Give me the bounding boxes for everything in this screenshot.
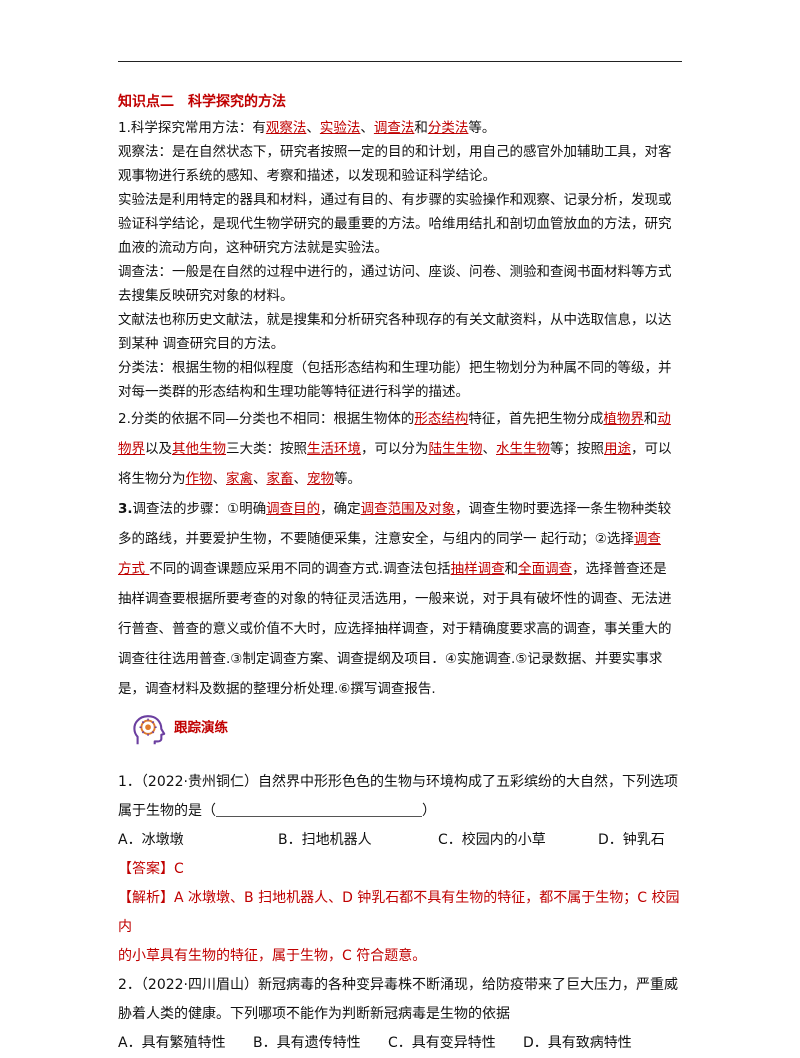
paragraph-line: 到某种 调查研究目的方法。: [118, 336, 285, 352]
steps-line-6: 调查往往选用普查.③制定调查方案、调查提纲及项目．④实施调查.⑤记录数据、并要实…: [118, 651, 663, 667]
steps-line-2: 多的路线，并要爱护生物，不要随便采集，注意安全，与组内的同学一 起行动；②选择调…: [118, 524, 684, 554]
q1-analysis-1: 【解析】A 冰墩墩、B 扫地机器人、D 钟乳石都不具有生物的特征，都不属于生物；…: [118, 890, 680, 935]
section-title: 知识点二 科学探究的方法: [118, 94, 286, 110]
term: 形态结构: [414, 411, 469, 427]
term: 用途: [604, 441, 631, 457]
text: ，调查生物时要选择一条生物种类较: [455, 501, 672, 517]
paragraph-line: 去搜集反映研究对象的材料。: [118, 288, 294, 304]
option-c: C．校园内的小草: [438, 832, 546, 848]
text: 、: [293, 471, 308, 487]
paragraph-line: 观事物进行系统的感知、考察和描述，以发现和验证科学结论。: [118, 168, 496, 184]
text: 以及: [145, 441, 172, 457]
text: ，确定: [320, 501, 361, 517]
paragraph-line: 分类法：根据生物的相似程度（包括形态结构和生理功能）把生物划分为种属不同的等级，…: [118, 360, 672, 376]
term: 物界: [118, 441, 145, 457]
text: ，选择普查还是: [572, 561, 667, 577]
term: 其他生物: [172, 441, 226, 457]
q1-answer: 【答案】C: [118, 861, 184, 877]
option-a: A．具有繁殖特性: [118, 1035, 226, 1051]
q1-options: A．冰墩墩 B．扫地机器人 C．校园内的小草 D．钟乳石: [118, 826, 684, 855]
option-a: A．冰墩墩: [118, 832, 184, 848]
term: 全面调查: [518, 561, 573, 577]
term: 方式: [118, 561, 150, 577]
term: 生活环境: [307, 441, 361, 457]
paragraph-line: 观察法：是在自然状态下，研究者按照一定的目的和计划，用自己的感官外加辅助工具，对…: [118, 144, 672, 160]
text: 不同的调查课题应采用不同的调查方式.调查法包括: [149, 561, 451, 577]
option-b: B．具有遗传特性: [253, 1035, 361, 1051]
steps-line-4: 抽样调查要根据所要考查的对象的特征灵活选用，一般来说，对于具有破坏性的调查、无法…: [118, 591, 672, 607]
term: 植物界: [603, 411, 644, 427]
text: 、: [253, 471, 267, 487]
text: 3.: [118, 501, 133, 517]
term-investigation: 调查法: [373, 120, 415, 136]
q1-line-1: 1．（2022·贵州铜仁）自然界中形形色色的生物与环境构成了五彩缤纷的大自然，下…: [118, 774, 678, 790]
tracking-header: 跟踪演练: [130, 712, 684, 750]
q1-analysis-2: 的小草具有生物的特征，属于生物，C 符合题意。: [118, 948, 427, 964]
steps-line-5: 行普查、普查的意义或价值不大时，应选择抽样调查，对于精确度要求高的调查，事关重大…: [118, 621, 672, 637]
text: 特征，首先把生物分成: [468, 411, 604, 427]
option-d: D．具有致病特性: [523, 1035, 632, 1051]
text: 和: [504, 561, 519, 577]
text: 等。: [334, 471, 361, 487]
text: 和: [643, 411, 658, 427]
paragraph-line: 实验法是利用特定的器具和材料，通过有目的、有步骤的实验操作和观察、记录分析，发现…: [118, 192, 672, 208]
option-d: D．钟乳石: [598, 832, 665, 848]
answer-blank: [216, 800, 422, 817]
term-classification: 分类法: [427, 120, 469, 136]
tracking-label: 跟踪演练: [174, 720, 228, 736]
text: 、: [212, 471, 227, 487]
text: 调查法的步骤：①明确: [132, 501, 267, 517]
text: 多的路线，并要爱护生物，不要随便采集，注意安全，与组内的同学一 起行动；②选择: [118, 531, 634, 547]
q1-line-2: 属于生物的是（ ）: [118, 797, 684, 826]
term: 调查: [633, 531, 661, 547]
classify-line-3: 将生物分为作物、家禽、家畜、宠物等。: [118, 464, 684, 494]
text: 属于生物的是（: [118, 803, 216, 819]
brain-head-icon: [133, 715, 166, 745]
intro-suffix: 等。: [468, 120, 496, 136]
methods-intro: 1.科学探究常用方法：有观察法、实验法、调查法和分类法等。: [118, 116, 684, 140]
term: 陆生生物: [428, 441, 483, 457]
term: 调查目的: [266, 501, 321, 517]
text: ）: [422, 803, 436, 819]
sep: 、: [360, 120, 374, 136]
header-rule: [118, 61, 682, 62]
term-observation: 观察法: [265, 120, 307, 136]
term: 调查范围及对象: [360, 501, 456, 517]
term: 家禽: [226, 471, 253, 487]
conj: 和: [414, 120, 428, 136]
steps-line-3: 方式 不同的调查课题应采用不同的调查方式.调查法包括抽样调查和全面调查，选择普查…: [118, 554, 684, 584]
text: 2.分类的依据不同—分类也不相同：根据生物体的: [118, 411, 415, 427]
steps-line-7: 是，调查材料及数据的整理分析处理.⑥撰写调查报告.: [118, 681, 436, 697]
option-b: B．扫地机器人: [278, 832, 372, 848]
text: ，可以分为: [361, 441, 429, 457]
text: ，可以: [631, 441, 672, 457]
paragraph-line: 对每一类群的形态结构和生理功能等特征进行科学的描述。: [118, 384, 469, 400]
term: 动: [657, 411, 671, 427]
q2-line-1: 2．（2022·四川眉山）新冠病毒的各种变异毒株不断涌现，给防疫带来了巨大压力，…: [118, 977, 678, 993]
text: 三大类：按照: [226, 441, 307, 457]
term: 作物: [185, 471, 213, 487]
paragraph-line: 调查法：一般是在自然的过程中进行的，通过访问、座谈、问卷、测验和查阅书面材料等方…: [118, 264, 672, 280]
term: 家畜: [266, 471, 294, 487]
term: 抽样调查: [450, 561, 505, 577]
classify-line-2: 物界以及其他生物三大类：按照生活环境，可以分为陆生生物、水生生物等；按照用途，可…: [118, 434, 684, 464]
term-experiment: 实验法: [319, 120, 361, 136]
text: 、: [482, 441, 497, 457]
paragraph-line: 验证科学结论，是现代生物学研究的最重要的方法。哈维用结扎和剖切血管放血的方法，研…: [118, 216, 672, 232]
intro-text: 1.科学探究常用方法：有: [118, 120, 266, 136]
q2-options: A．具有繁殖特性 B．具有遗传特性 C．具有变异特性 D．具有致病特性: [118, 1029, 684, 1058]
steps-line-1: 3.调查法的步骤：①明确调查目的，确定调查范围及对象，调查生物时要选择一条生物种…: [118, 494, 684, 524]
sep: 、: [306, 120, 320, 136]
paragraph-line: 文献法也称历史文献法，就是搜集和分析研究各种现存的有关文献资料，从中选取信息，以…: [118, 312, 672, 328]
option-c: C．具有变异特性: [388, 1035, 496, 1051]
q2-line-2: 胁着人类的健康。下列哪项不能作为判断新冠病毒是生物的依据: [118, 1006, 510, 1022]
term: 宠物: [307, 471, 334, 487]
document-body: 知识点二 科学探究的方法 1.科学探究常用方法：有观察法、实验法、调查法和分类法…: [118, 92, 684, 1058]
text: 将生物分为: [118, 471, 186, 487]
term: 水生生物: [496, 441, 550, 457]
paragraph-line: 血液的流动方向，这种研究方法就是实验法。: [118, 240, 388, 256]
text: 等；按照: [550, 441, 604, 457]
classify-line-1: 2.分类的依据不同—分类也不相同：根据生物体的形态结构特征，首先把生物分成植物界…: [118, 404, 684, 434]
